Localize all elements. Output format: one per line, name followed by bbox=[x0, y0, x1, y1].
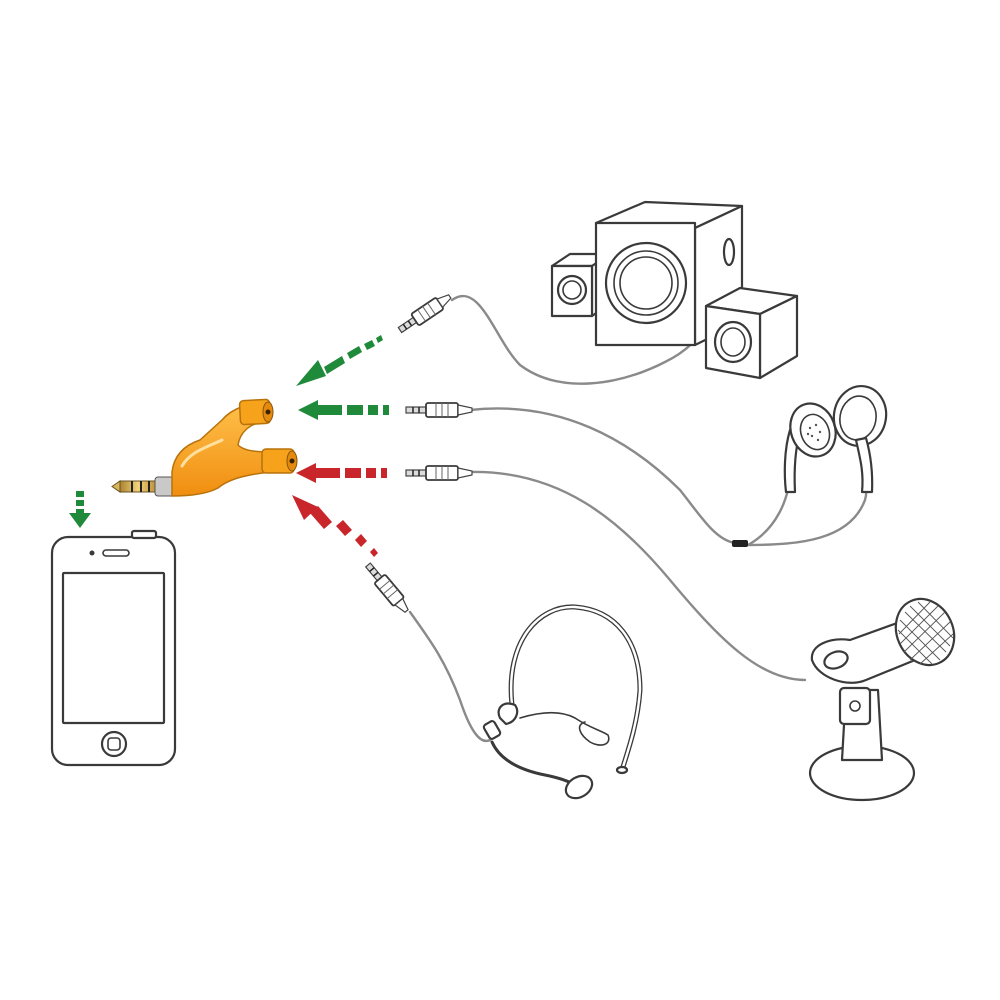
earphone-split-left bbox=[746, 468, 792, 547]
headset-band-outer bbox=[508, 604, 643, 773]
arrow-desktop-mic-red bbox=[296, 463, 387, 483]
speaker-cable bbox=[450, 294, 712, 385]
phone-arrow-green bbox=[69, 491, 91, 528]
smartphone-icon bbox=[50, 529, 177, 767]
phone-camera bbox=[89, 550, 95, 556]
speaker-system-icon bbox=[550, 200, 799, 380]
headset-ear-pad bbox=[497, 702, 519, 726]
desktop-mic-plug bbox=[405, 465, 473, 481]
arrow-earphones-green bbox=[298, 400, 389, 420]
arrow-headset-red bbox=[292, 495, 378, 557]
right-satellite-speaker bbox=[704, 286, 799, 380]
earphone-split-right bbox=[746, 478, 868, 547]
headset-cable bbox=[408, 610, 492, 743]
left-earbud bbox=[783, 402, 837, 494]
adapter-pin bbox=[117, 480, 159, 493]
arrow-speakers-green bbox=[296, 335, 383, 386]
right-earbud bbox=[832, 385, 888, 494]
phone-jack-top bbox=[130, 529, 158, 540]
phone-speaker-slot bbox=[102, 549, 130, 557]
speaker-plug bbox=[397, 294, 452, 334]
earphone-plug bbox=[405, 402, 473, 418]
cables bbox=[408, 294, 868, 743]
earphone-cable bbox=[468, 407, 737, 545]
headset-microphone-icon bbox=[482, 604, 643, 800]
y-splitter-adapter-icon bbox=[111, 398, 298, 497]
earphones-icon bbox=[732, 385, 888, 547]
phone-home-square bbox=[107, 737, 121, 751]
desktop-microphone-icon bbox=[808, 597, 956, 802]
desktop-mic-cable bbox=[468, 470, 807, 682]
phone-screen bbox=[61, 571, 166, 725]
phone-home-button bbox=[100, 730, 128, 758]
earphone-splitter bbox=[732, 540, 748, 547]
adapter-body bbox=[171, 402, 273, 497]
headset-mic-capsule bbox=[564, 774, 594, 800]
headset-plug bbox=[364, 562, 409, 614]
